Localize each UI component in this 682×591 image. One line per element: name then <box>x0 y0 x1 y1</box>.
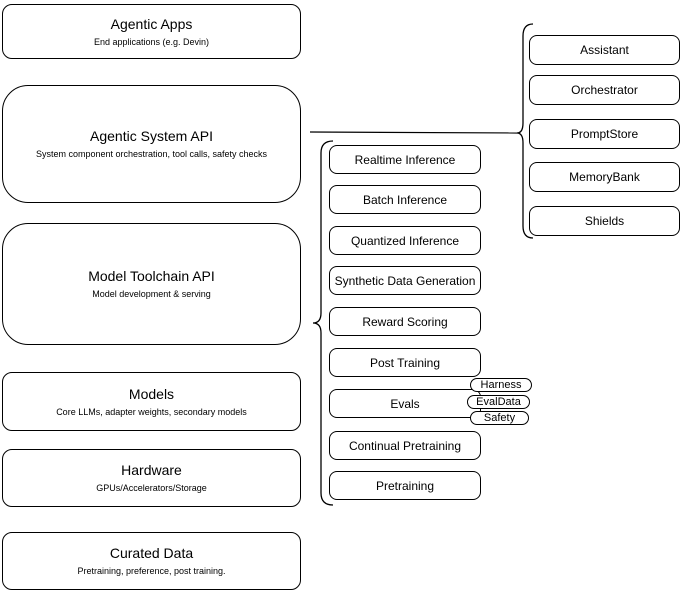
layer-box-curated-data: Curated Data Pretraining, preference, po… <box>2 532 301 590</box>
toolchain-box-synthetic-data-generation: Synthetic Data Generation <box>329 266 481 295</box>
component-box-orchestrator: Orchestrator <box>529 75 680 105</box>
layer-box-hardware: Hardware GPUs/Accelerators/Storage <box>2 449 301 507</box>
evals-tag-label: Harness <box>480 379 522 391</box>
layer-title: Hardware <box>121 462 182 478</box>
system-connector-line <box>309 131 518 134</box>
toolchain-box-realtime-inference: Realtime Inference <box>329 145 481 174</box>
layer-title: Models <box>128 385 175 402</box>
evals-tag-evaldata: EvalData <box>467 395 530 409</box>
component-label: Orchestrator <box>571 83 638 97</box>
toolchain-label: Realtime Inference <box>354 152 456 167</box>
toolchain-label: Reward Scoring <box>362 314 448 329</box>
layer-box-agentic-apps: Agentic Apps End applications (e.g. Devi… <box>2 4 301 59</box>
layer-box-agentic-system-api: Agentic System API System component orch… <box>2 85 301 203</box>
layer-subtitle: Model development & serving <box>92 289 211 299</box>
evals-tag-safety: Safety <box>470 411 529 425</box>
layer-subtitle: GPUs/Accelerators/Storage <box>96 483 207 493</box>
toolchain-label: Synthetic Data Generation <box>334 273 476 288</box>
toolchain-box-pretraining: Pretraining <box>329 471 481 500</box>
component-label: PromptStore <box>570 127 639 141</box>
evals-tag-label: Safety <box>483 412 516 424</box>
layer-subtitle: Core LLMs, adapter weights, secondary mo… <box>56 406 247 417</box>
layer-box-models: Models Core LLMs, adapter weights, secon… <box>2 372 301 431</box>
toolchain-box-reward-scoring: Reward Scoring <box>329 307 481 336</box>
component-box-promptstore: PromptStore <box>529 119 680 149</box>
component-label: Shields <box>584 214 625 228</box>
toolchain-box-batch-inference: Batch Inference <box>329 185 481 214</box>
layer-title: Agentic System API <box>90 128 213 144</box>
component-box-memorybank: MemoryBank <box>529 162 680 192</box>
layer-title: Curated Data <box>109 545 194 561</box>
layer-title: Model Toolchain API <box>88 268 215 284</box>
layer-subtitle: System component orchestration, tool cal… <box>35 149 268 159</box>
toolchain-label: Quantized Inference <box>350 233 460 248</box>
toolchain-box-post-training: Post Training <box>329 348 481 377</box>
layer-title: Agentic Apps <box>110 15 193 32</box>
toolchain-label: Continual Pretraining <box>348 438 462 453</box>
evals-tag-harness: Harness <box>470 378 532 392</box>
evals-tag-label: EvalData <box>476 396 521 408</box>
toolchain-label: Evals <box>390 396 420 411</box>
toolchain-box-quantized-inference: Quantized Inference <box>329 226 481 255</box>
component-label: Assistant <box>580 43 629 57</box>
toolchain-label: Batch Inference <box>362 192 448 207</box>
toolchain-box-evals: Evals <box>329 389 481 418</box>
layer-subtitle: Pretraining, preference, post training. <box>77 566 226 576</box>
toolchain-label: Pretraining <box>375 478 435 493</box>
layer-box-model-toolchain-api: Model Toolchain API Model development & … <box>2 223 301 345</box>
layer-subtitle: End applications (e.g. Devin) <box>93 36 210 47</box>
toolchain-label: Post Training <box>369 355 441 370</box>
component-label: MemoryBank <box>569 170 640 184</box>
toolchain-box-continual-pretraining: Continual Pretraining <box>329 431 481 460</box>
component-box-assistant: Assistant <box>529 35 680 65</box>
component-box-shields: Shields <box>529 206 680 236</box>
